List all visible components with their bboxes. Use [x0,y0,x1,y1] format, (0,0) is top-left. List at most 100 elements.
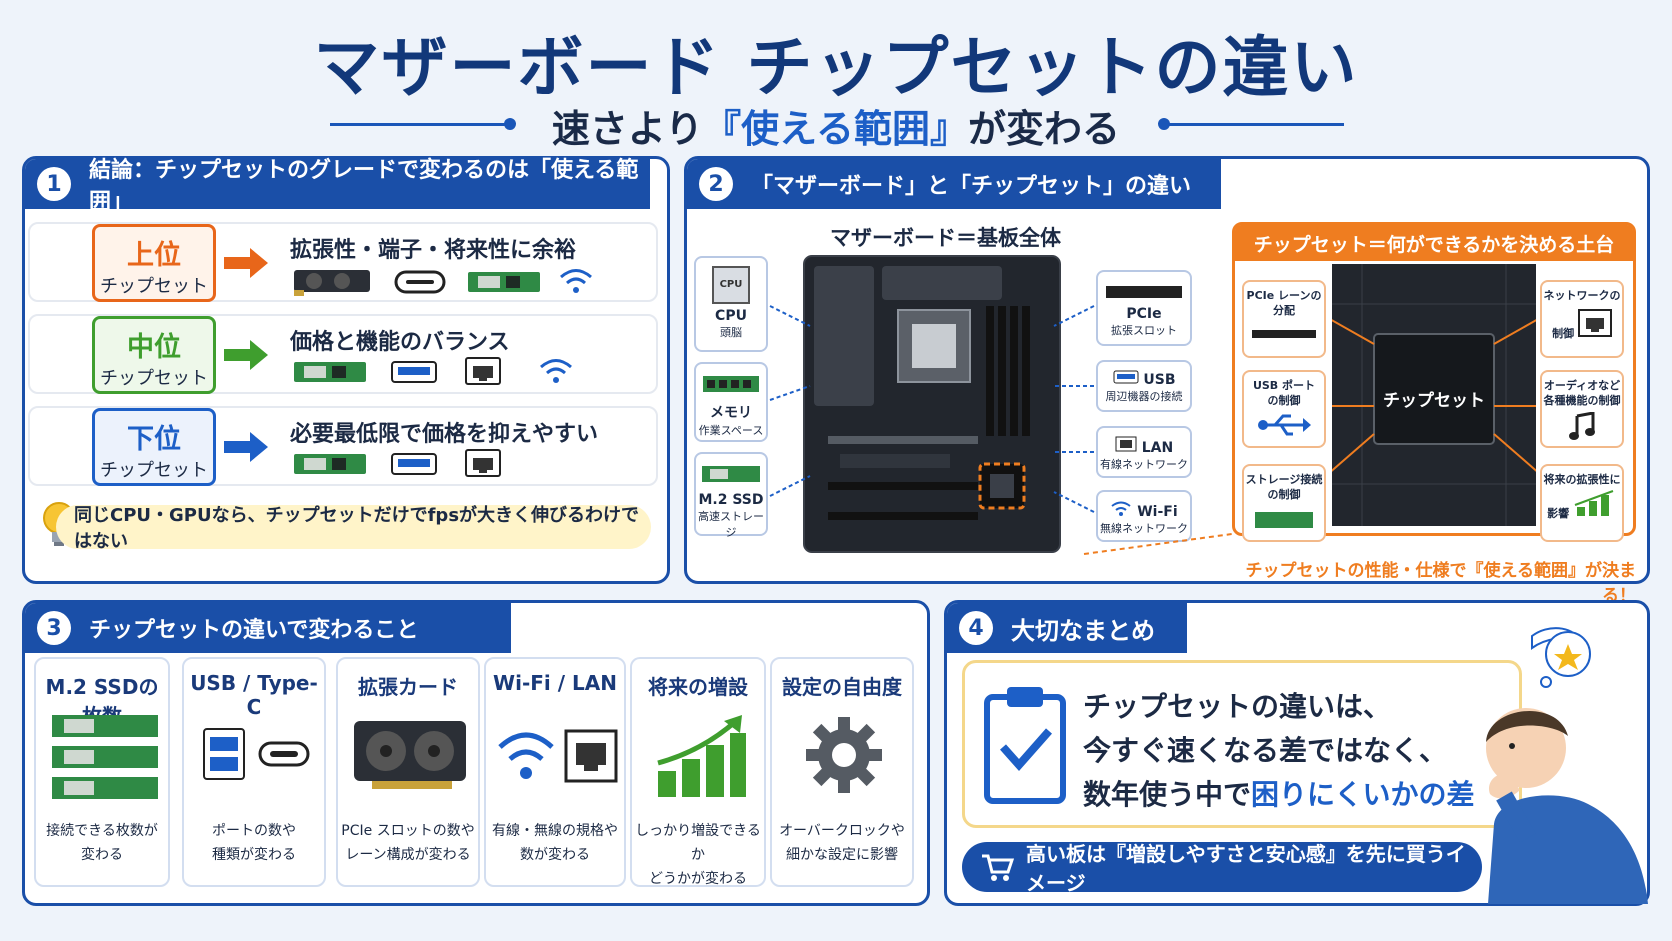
section2-title: 「マザーボード」と「チップセット」の違い [751,174,1192,199]
arrow-right-icon-mid [224,340,268,370]
label-usb-name: USB [1143,372,1176,388]
section1-number: 1 [37,167,71,201]
board-title: マザーボード＝基板全体 [830,226,1061,250]
subtitle-dot-left [504,118,516,130]
chipset-item-pcie-l2: 分配 [1273,304,1295,317]
feature-net-desc: 有線・無線の規格や数が変わる [486,819,624,867]
chipset-footer: チップセットの性能・仕様で『使える範囲』が決まる！ [1245,561,1637,606]
usb-symbol-icon [1258,414,1311,436]
chipset-item-future-l1: 将来の拡張性に [1543,473,1621,486]
feature-net-desc-1: 有線・無線の規格や [492,823,618,839]
label-cpu-sub: 頭脳 [720,326,742,339]
feature-usb-desc-1: ポートの数や [212,823,296,839]
subtitle-line-left [330,123,510,126]
summary-bar-text: 高い板は『増設しやすさと安心感』を先に買うイメージ [1026,842,1466,895]
cpu-chip-icon: CPU [712,266,750,304]
lan-port-icon [1577,309,1612,337]
lan-port-icon [465,449,501,477]
label-memory-name: メモリ [710,405,752,421]
label-lan-sub: 有線ネットワーク [1100,458,1188,471]
lan-port-icon [1115,436,1137,452]
feature-col-net: Wi-Fi / LAN 有線・無線の規格や数が変わる [484,657,626,887]
summary-line2: 今すぐ速くなる差ではなく、 [1083,734,1448,767]
section1-header: 1 結論：チップセットのグレードで変わるのは「使える範囲」 [25,158,650,215]
chipset-center-label: チップセット [1383,391,1485,411]
feature-col-settings: 設定の自由度 オーバークロックや細かな設定に影響 [770,657,914,887]
label-wifi: Wi-Fi 無線ネットワーク [1096,490,1192,542]
feature-card-desc-1: PCIe スロットの数や [341,823,475,839]
chipset-board-image [1332,264,1536,526]
chipset-item-network: ネットワークの制御 [1540,280,1624,358]
label-memory-sub: 作業スペース [698,424,764,437]
tier-high-grade: 上位 [127,240,181,271]
chipset-panel-title: チップセット＝何ができるかを決める土台 [1235,225,1633,261]
chipset-item-storage-l1: ストレージ接続 [1245,473,1323,486]
m2-ssd-icon [294,454,366,474]
m2-ssd-stack-icon [52,715,158,799]
chipset-item-pcie: PCIe レーンの分配 [1242,280,1326,358]
chipset-item-network-l2: 制御 [1552,327,1575,340]
summary-line3-highlight: 困りにくいかの差 [1251,778,1475,811]
gpu-card-icon [354,721,466,789]
chipset-item-audio-l1: オーディオなど [1543,379,1621,392]
lan-port-icon [465,357,501,385]
feature-col-future: 将来の増設 しっかり増設できるかどうかが変わる [630,657,766,887]
tier-mid-grade: 中位 [127,332,181,363]
gpu-card-icon [294,270,370,296]
chipset-item-network-l1: ネットワークの [1543,289,1621,302]
feature-card-title: 拡張カード [358,675,458,699]
growth-chart-icon [657,715,746,797]
tier-low-desc: 必要最低限で価格を抑えやすい [290,422,599,447]
chipset-item-usb: USB ポートの制御 [1242,370,1326,448]
tier-low-grade: 下位 [127,424,181,455]
wifi-icon [560,269,592,293]
clipboard-check-icon [984,687,1066,804]
feature-future-desc-2: どうかが変わる [649,871,747,887]
feature-col-usb: USB / Type-C ポートの数や種類が変わる [182,657,326,887]
usb-a-icon [391,361,437,383]
gear-icon [806,717,882,793]
section4-number: 4 [959,611,993,645]
usb-c-icon [394,270,446,294]
summary-text: チップセットの違いは、 今すぐ速くなる差ではなく、 数年使う中で困りにくいかの差 [1083,685,1474,817]
label-pcie-sub: 拡張スロット [1111,324,1177,337]
summary-line1: チップセットの違いは、 [1083,690,1392,723]
cart-icon [982,854,1015,881]
feature-usb-title: USB / Type-C [190,671,318,719]
m2-ssd-icon [294,362,366,382]
label-m2-sub: 高速ストレージ [698,510,764,539]
summary-bar: 高い板は『増設しやすさと安心感』を先に買うイメージ [962,842,1482,895]
tier-high-label: チップセット [100,276,208,297]
summary-line3-pre: 数年使う中で [1083,778,1252,811]
tier-mid-desc: 価格と機能のバランス [290,330,510,355]
feature-card-desc-2: レーン構成が変わる [345,847,471,863]
feature-settings-title: 設定の自由度 [782,675,902,699]
section3-header: 3 チップセットの違いで変わること [25,603,511,653]
feature-future-title: 将来の増設 [648,675,748,699]
label-lan-row: LAN [1098,436,1190,456]
tier-mid-label: チップセット [100,368,208,389]
section1-note: 同じCPU・GPUなら、チップセットだけでfpsが大きく伸びるわけではない [56,505,651,552]
label-wifi-name: Wi-Fi [1137,504,1178,520]
chipset-item-storage: ストレージ接続の制御 [1242,464,1326,542]
feature-usb-desc-2: 種類が変わる [212,847,296,863]
label-wifi-sub: 無線ネットワーク [1100,522,1188,535]
chipset-item-future-l2: 影響 [1547,507,1570,520]
label-usb-sub: 周辺機器の接続 [1105,390,1183,403]
chipset-item-audio: オーディオなど各種機能の制御 [1540,370,1624,448]
arrow-right-icon-high [224,248,268,278]
usb-ports-icon [203,728,310,780]
section4-header: 4 大切なまとめ [947,603,1187,653]
tier-mid-box: 中位 チップセット [92,316,216,394]
summary-box: チップセットの違いは、 今すぐ速くなる差ではなく、 数年使う中で困りにくいかの差 [962,660,1522,828]
m2-ssd-icon [468,272,540,292]
feature-future-desc-1: しっかり増設できるか [635,823,761,863]
chipset-item-pcie-l1: PCIe レーンの [1246,289,1322,302]
feature-usb-desc: ポートの数や種類が変わる [184,819,324,867]
feature-settings-desc: オーバークロックや細かな設定に影響 [772,819,912,867]
subtitle-post: が変わる [968,107,1121,151]
subtitle-pre: 速さより [551,107,704,151]
label-cpu: CPU CPU 頭脳 [694,256,768,352]
page-subtitle: 速さより『使える範囲』が変わる [0,98,1672,153]
